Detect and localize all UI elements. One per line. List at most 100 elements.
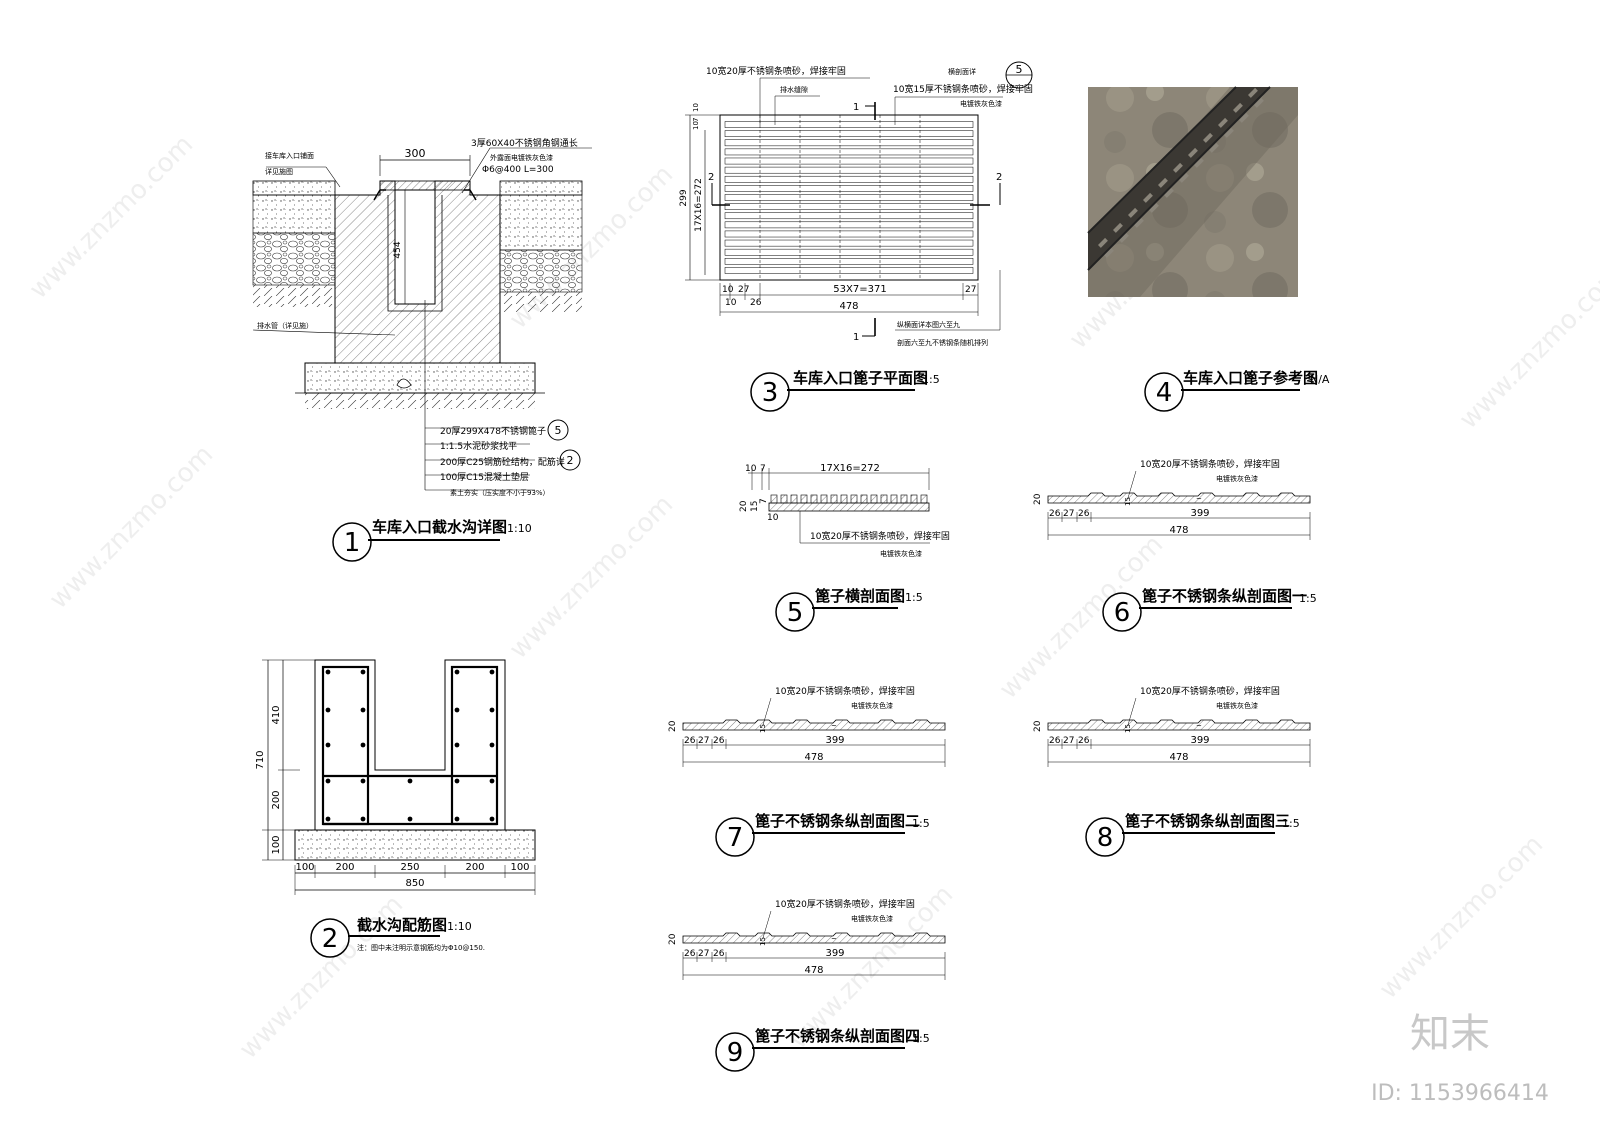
steel-bar-profile	[682, 932, 946, 944]
section-note: 电镀铁灰色漆	[880, 549, 922, 558]
figure-title: 篦子不锈钢条纵剖面图二	[755, 812, 920, 830]
grate-bar	[724, 267, 974, 274]
grate-bar	[724, 258, 974, 265]
plan-note: 纵横面详本图六至九	[897, 320, 960, 329]
steel-bar	[880, 494, 888, 504]
section-note: 10宽20厚不锈钢条喷砂，焊接牢固	[775, 898, 915, 910]
dim-h: 399	[1190, 735, 1209, 746]
steel-bar	[770, 494, 778, 504]
dim-h: 26	[713, 736, 725, 746]
watermark-text: www.znzmo.com	[504, 490, 679, 665]
dim-total: 478	[804, 752, 823, 763]
figure-title: 车库入口截水沟详图	[372, 518, 507, 536]
ref-bubble: 2	[567, 454, 574, 467]
grate-slot	[1098, 237, 1108, 248]
ref-bubble: 5	[1016, 63, 1023, 76]
section-mark: 1	[853, 332, 859, 343]
figure-scale: 1:10	[507, 522, 532, 535]
grate-bar	[724, 166, 974, 174]
figure-scale: 1:5	[912, 817, 930, 830]
watermark-text: www.znzmo.com	[994, 530, 1169, 705]
grate-slot	[1188, 147, 1198, 158]
ref-bubble: 5	[555, 424, 562, 437]
dim-h: 27	[698, 736, 709, 746]
dim-top: 17X16=272	[820, 463, 880, 474]
figure-number: 3	[762, 378, 779, 408]
section-mark: 2	[708, 172, 714, 183]
section-note: 电镀铁灰色漆	[851, 701, 893, 710]
weld-mark: ~	[1196, 722, 1202, 730]
dim-h: 399	[825, 948, 844, 959]
plan-note: 电镀铁灰色漆	[960, 99, 1002, 108]
dim-v: 10	[692, 103, 700, 112]
dim-thk: 20	[668, 720, 678, 732]
dim-v: 7	[692, 118, 700, 122]
dim-h: 100	[295, 862, 314, 873]
dim-v: 100	[271, 835, 282, 854]
trench-detail-section: 300 454 接车库入口铺面 详见施图 3厚60X40不锈钢角钢通长 外露面电…	[252, 137, 592, 562]
grate-slot	[1218, 117, 1228, 128]
dim-v: 17X16=272	[694, 178, 704, 232]
dim-h: 200	[465, 862, 484, 873]
grate-bar	[724, 157, 974, 165]
dim-h: 26	[1049, 736, 1061, 746]
dim-h: 27	[1063, 509, 1074, 519]
grate-bar	[724, 230, 974, 238]
grate-slot	[1233, 102, 1243, 113]
dim-h: 53X7=371	[833, 284, 886, 295]
figure-number: 7	[727, 823, 744, 853]
dim-h: 26	[1078, 736, 1090, 746]
leader-line	[1127, 697, 1137, 726]
figure-number: 8	[1097, 823, 1114, 853]
grate-slot	[1209, 142, 1219, 153]
note-top-1: 接车库入口铺面	[265, 151, 314, 160]
dim-total: 478	[839, 301, 858, 312]
note-top-2: 详见施图	[265, 167, 293, 176]
dim-v: 410	[271, 705, 282, 724]
plan-note: 排水缝隙	[780, 85, 808, 94]
grate-bar	[724, 239, 974, 247]
dim-top: 10	[745, 464, 757, 474]
leader-line	[1127, 470, 1137, 499]
steel-bar-profile	[1047, 492, 1311, 504]
dim-side: 15	[750, 501, 760, 512]
layer-2: 1:1.5水泥砂浆找平	[440, 440, 517, 452]
figure-scale: 1:5	[905, 591, 923, 604]
dim-h: 26	[713, 949, 725, 959]
dim-side: 15	[759, 724, 767, 733]
dim-total: 478	[804, 965, 823, 976]
dim-h: 26	[684, 736, 696, 746]
figure-number-circle	[1085, 817, 1125, 857]
grate-bar	[724, 248, 974, 256]
grate-slot	[1224, 127, 1234, 138]
grate-bar	[724, 185, 974, 192]
dim-depth: 454	[393, 241, 403, 258]
section-note: 电镀铁灰色漆	[1216, 474, 1258, 483]
figure-title: 车库入口篦子参考图	[1183, 369, 1318, 387]
watermark-text: www.znzmo.com	[44, 440, 219, 615]
id-label: ID: 1153966414	[1371, 1081, 1549, 1106]
plan-note: 10宽20厚不锈钢条喷砂，焊接牢固	[706, 65, 846, 77]
dim-h: 26	[1078, 509, 1090, 519]
dim-side: 7	[759, 498, 769, 504]
steel-bar	[840, 494, 848, 504]
grate-slot	[1194, 157, 1204, 168]
reference-photo: 4 车库入口篦子参考图 N/A	[1087, 86, 1330, 412]
layer-1: 20厚299X478不锈钢篦子	[440, 425, 546, 437]
section-note: 10宽20厚不锈钢条喷砂，焊接牢固	[1140, 685, 1280, 697]
note-right-1: 3厚60X40不锈钢角钢通长	[471, 137, 578, 149]
grate-bar	[724, 121, 974, 128]
dim-v: 200	[271, 790, 282, 809]
section-note: 电镀铁灰色漆	[1216, 701, 1258, 710]
dim-side: 15	[759, 937, 767, 946]
dim-h: 27	[965, 285, 976, 295]
grate-slot	[1239, 112, 1249, 123]
steel-bar	[830, 494, 838, 504]
dim-h: 26	[684, 949, 696, 959]
steel-bar-profile	[682, 719, 946, 731]
grate-bar	[724, 212, 974, 220]
